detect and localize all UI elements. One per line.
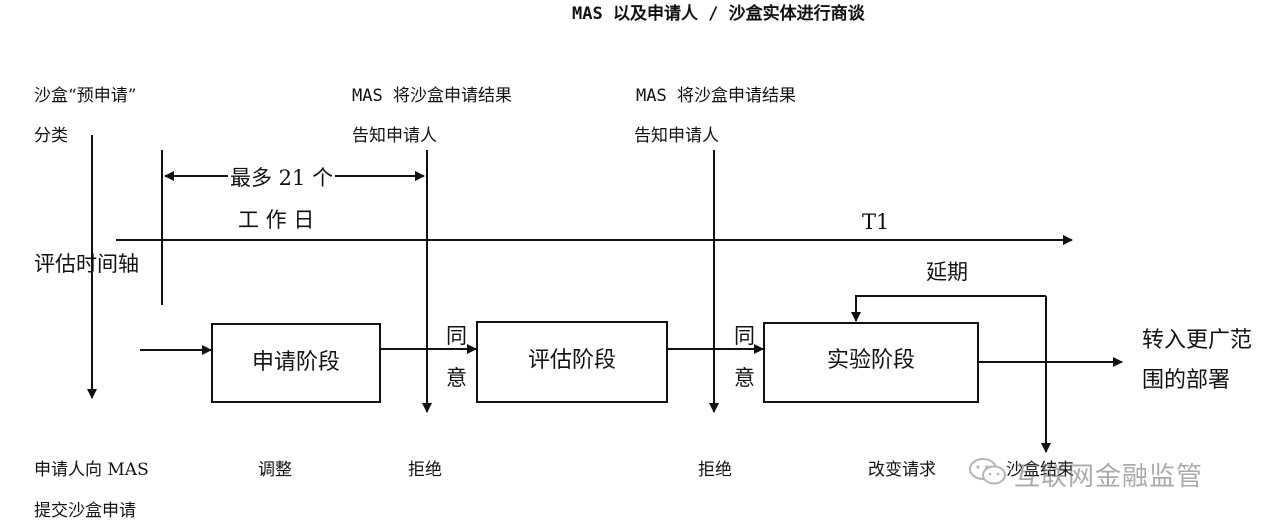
extend-label: 延期	[926, 260, 968, 284]
notify1-line2: 告知申请人	[352, 126, 437, 146]
assess-stage-label: 评估阶段	[527, 348, 616, 373]
agree2-top: 同	[734, 324, 755, 348]
transfer-line1: 转入更广范	[1142, 328, 1253, 353]
agree1-top: 同	[446, 324, 467, 348]
submit-line2: 提交沙盒申请	[34, 501, 136, 521]
transfer-line2: 围的部署	[1142, 368, 1231, 393]
agree1-bottom: 意	[446, 366, 467, 390]
diagram-title: MAS 以及申请人 / 沙盒实体进行商谈	[572, 4, 865, 24]
submit-line1: 申请人向 MAS	[34, 460, 149, 480]
axis-label: 评估时间轴	[34, 252, 139, 276]
watermark-text: 互联网金融监管	[1014, 462, 1204, 492]
experiment-stage-label: 实验阶段	[826, 348, 915, 373]
apply-stage-box	[211, 323, 381, 403]
wechat-icon	[968, 456, 1008, 493]
notify2-line1: MAS 将沙盒申请结果	[636, 86, 796, 106]
classification-label: 分类	[34, 126, 68, 146]
notify1-line1: MAS 将沙盒申请结果	[352, 86, 512, 106]
adjust-label: 调整	[258, 460, 292, 480]
watermark: 互联网金融监管	[968, 456, 1203, 493]
apply-stage-label: 申请阶段	[251, 350, 340, 375]
agree2-bottom: 意	[734, 366, 755, 390]
change-request-label: 改变请求	[868, 460, 936, 480]
sandbox-end-label: 沙盒结束	[1006, 460, 1074, 480]
reject2-label: 拒绝	[698, 460, 732, 480]
duration-line2: 工 作 日	[238, 208, 315, 232]
duration-line1: 最多 21 个	[228, 166, 336, 190]
timeline-end-label: T1	[862, 210, 890, 234]
notify2-line2: 告知申请人	[634, 126, 719, 146]
extension-loop-arrow	[851, 295, 1046, 322]
assess-stage-box	[476, 321, 668, 403]
reject1-label: 拒绝	[408, 460, 442, 480]
preapplication-label: 沙盒“预申请”	[34, 86, 137, 106]
